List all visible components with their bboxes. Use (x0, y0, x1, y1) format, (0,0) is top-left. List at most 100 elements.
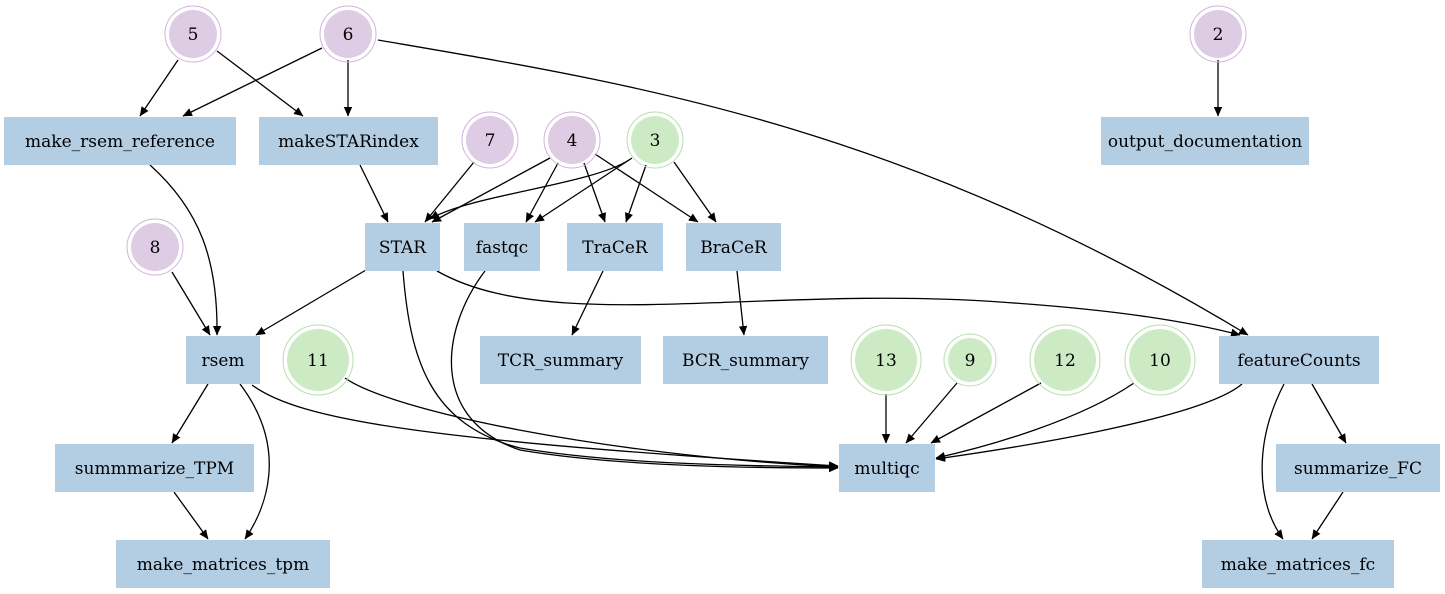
node-label: makeSTARindex (278, 132, 419, 152)
node-n11: 11 (282, 324, 354, 396)
node-ring (1124, 324, 1196, 396)
node-ring (850, 324, 922, 396)
node-ring (1029, 324, 1101, 396)
node-disc (548, 116, 596, 164)
node-ring (543, 111, 601, 169)
edge-BraCeR-to-BCR_summary (736, 270, 748, 336)
node-box (839, 444, 935, 492)
edge-STAR-to-multiqc (402, 270, 839, 472)
node-disc (287, 329, 349, 391)
node-makeSTARindex: makeSTARindex (259, 117, 438, 165)
node-label: STAR (379, 238, 427, 258)
edges-layer (139, 39, 1347, 540)
node-ring (1189, 5, 1247, 63)
node-n13: 13 (850, 324, 922, 396)
node-box (1101, 117, 1309, 165)
edge-featureCounts-to-summarize_FC (1311, 383, 1347, 444)
node-n7: 7 (461, 111, 519, 169)
node-n3: 3 (626, 111, 684, 169)
node-box (663, 336, 828, 384)
edge-n3-to-BraCeR (673, 161, 717, 223)
node-box (1276, 444, 1440, 492)
node-disc (855, 329, 917, 391)
edge-featureCounts-to-multiqc (935, 383, 1243, 462)
node-BraCeR: BraCeR (686, 223, 781, 271)
edge-n3-to-fastqc (534, 157, 633, 223)
node-box (55, 444, 254, 492)
node-box (365, 223, 440, 271)
edge-n4-to-BraCeR (594, 153, 699, 223)
edge-n3-to-TraCeR (625, 164, 647, 223)
node-n9: 9 (943, 333, 997, 387)
edge-n3-to-STAR (429, 159, 630, 220)
node-box (1202, 540, 1394, 588)
edge-n4-to-STAR (431, 157, 551, 223)
node-fastqc: fastqc (464, 223, 540, 271)
node-label: summmarize_TPM (75, 459, 234, 479)
node-label: 7 (485, 131, 496, 151)
node-box (186, 336, 260, 384)
edge-n4-to-TraCeR (583, 162, 606, 223)
node-label: 5 (188, 25, 199, 45)
node-make_rsem_reference: make_rsem_reference (4, 117, 236, 165)
edge-n5-to-make_rsem_reference (139, 59, 179, 117)
edge-rsem-to-make_matrices_tpm (239, 383, 270, 540)
edge-summarize_FC-to-make_matrices_fc (1311, 491, 1344, 540)
node-TCR_summary: TCR_summary (480, 336, 641, 384)
node-summarize_FC: summarize_FC (1276, 444, 1440, 492)
node-make_matrices_fc: make_matrices_fc (1202, 540, 1394, 588)
node-box (1219, 336, 1379, 384)
edge-STAR-to-featureCounts (436, 270, 1241, 337)
node-box (480, 336, 641, 384)
node-label: multiqc (854, 459, 919, 479)
node-output_documentation: output_documentation (1101, 117, 1309, 165)
node-label: make_matrices_fc (1221, 555, 1375, 575)
node-label: 9 (965, 351, 976, 371)
edge-makeSTARindex-to-STAR (359, 164, 389, 223)
node-label: make_rsem_reference (25, 132, 215, 152)
node-TraCeR: TraCeR (567, 223, 663, 271)
edge-n6-to-make_rsem_reference (182, 47, 323, 117)
node-rsem: rsem (186, 336, 260, 384)
node-disc (1034, 329, 1096, 391)
node-label: output_documentation (1108, 132, 1302, 152)
node-label: 6 (343, 25, 354, 45)
node-label: 13 (875, 351, 897, 371)
node-label: fastqc (476, 238, 528, 258)
node-ring (626, 111, 684, 169)
edge-STAR-to-rsem (255, 269, 367, 336)
node-label: 4 (567, 131, 578, 151)
edge-n10-to-multiqc (935, 382, 1135, 461)
node-box (4, 117, 236, 165)
node-ring (461, 111, 519, 169)
edge-n8-to-rsem (171, 271, 211, 336)
node-box (567, 223, 663, 271)
node-disc (1194, 10, 1242, 58)
edge-rsem-to-summmarize_TPM (171, 383, 209, 444)
node-box (686, 223, 781, 271)
node-label: 11 (307, 351, 329, 371)
edge-fastqc-to-multiqc (450, 270, 839, 473)
edge-n12-to-multiqc (930, 382, 1042, 444)
node-ring (164, 5, 222, 63)
node-featureCounts: featureCounts (1219, 336, 1379, 384)
node-summmarize_TPM: summmarize_TPM (55, 444, 254, 492)
node-box (464, 223, 540, 271)
node-ring (282, 324, 354, 396)
node-STAR: STAR (365, 223, 440, 271)
node-label: 2 (1213, 25, 1224, 45)
edge-n4-to-fastqc (525, 162, 559, 223)
node-disc (131, 223, 179, 271)
node-disc (324, 10, 372, 58)
node-make_matrices_tpm: make_matrices_tpm (116, 540, 330, 588)
edge-n6-to-featureCounts (377, 39, 1249, 336)
edge-summmarize_TPM-to-make_matrices_tpm (173, 491, 209, 540)
edge-featureCounts-to-make_matrices_fc (1261, 383, 1285, 540)
node-label: TCR_summary (498, 351, 624, 371)
node-label: 12 (1054, 351, 1076, 371)
node-n2: 2 (1189, 5, 1247, 63)
node-disc (948, 338, 992, 382)
node-label: 10 (1149, 351, 1171, 371)
node-disc (631, 116, 679, 164)
